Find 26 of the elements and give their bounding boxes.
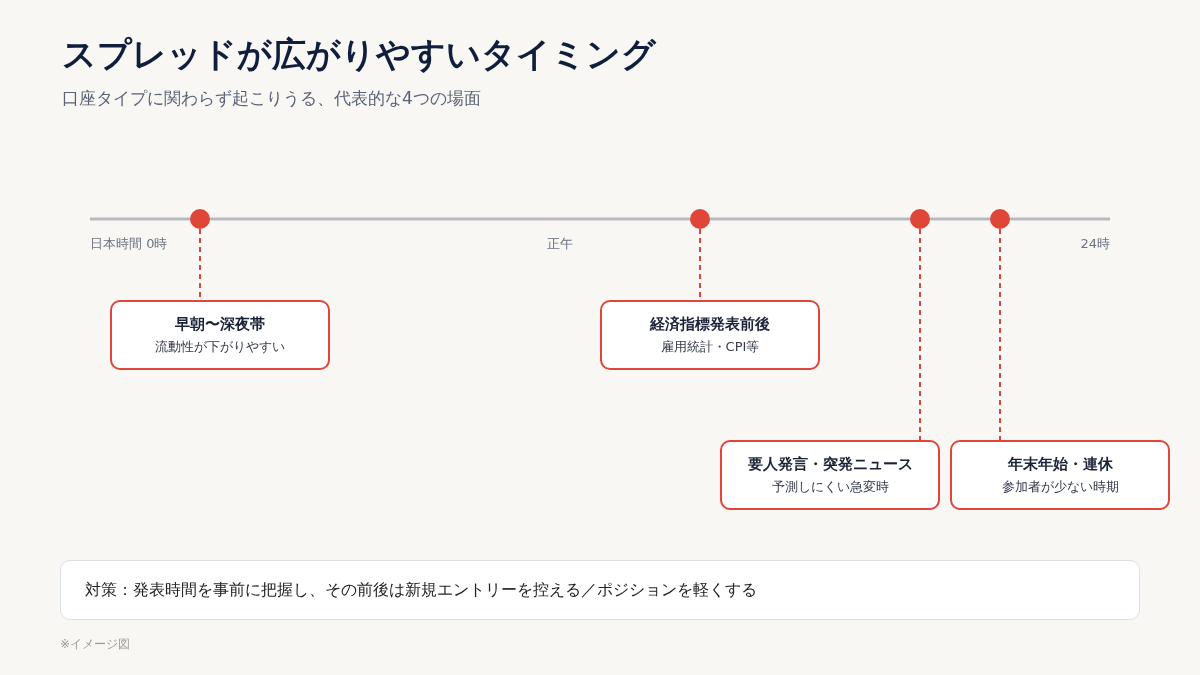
event-card <box>950 440 1170 510</box>
footnote: ※イメージ図 <box>60 637 131 652</box>
event-title: 年末年始・連休 <box>1007 455 1113 474</box>
axis-label: 日本時間 0時 <box>90 236 168 252</box>
event-description: 予測しにくい急変時 <box>771 479 889 495</box>
event-card <box>600 300 820 370</box>
event-card <box>110 300 330 370</box>
event-title: 経済指標発表前後 <box>650 315 770 334</box>
tip-box <box>60 560 1140 620</box>
page-title: スプレッドが広がりやすいタイミング <box>62 34 656 75</box>
event-description: 参加者が少ない時期 <box>1001 479 1119 495</box>
event-title: 早朝〜深夜帯 <box>175 315 265 334</box>
event-description: 流動性が下がりやすい <box>155 339 285 355</box>
event-card <box>720 440 940 510</box>
axis-label: 24時 <box>1080 236 1110 252</box>
timeline-dot-icon <box>190 209 210 229</box>
connector-line <box>919 228 921 441</box>
event-description: 雇用統計・CPI等 <box>660 339 760 355</box>
axis-label: 正午 <box>547 236 573 252</box>
subtitle: 口座タイプに関わらず起こりうる、代表的な4つの場面 <box>62 88 481 109</box>
timeline-dot-icon <box>690 209 710 229</box>
connector-line <box>999 228 1001 441</box>
event-title: 要人発言・突発ニュース <box>747 455 913 474</box>
timeline-dot-icon <box>910 209 930 229</box>
tip-text: 対策：発表時間を事前に把握し、その前後は新規エントリーを控える／ポジションを軽くする <box>85 579 757 601</box>
timeline-dot-icon <box>990 209 1010 229</box>
